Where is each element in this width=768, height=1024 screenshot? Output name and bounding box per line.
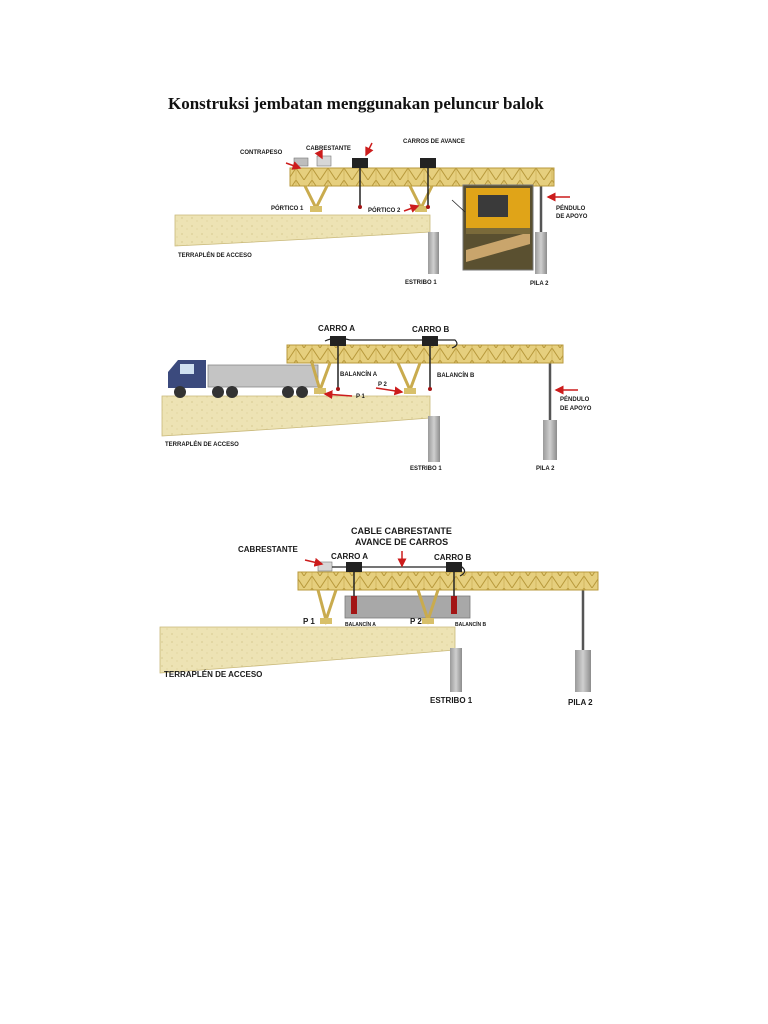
label-estribo-1: ESTRIBO 1 — [405, 280, 437, 286]
embankment-2 — [161, 395, 431, 437]
pier-2 — [543, 420, 557, 460]
counterweight — [293, 157, 309, 167]
label-portico-2: PÓRTICO 2 — [368, 206, 401, 214]
label-cabrestante: CABRESTANTE — [306, 146, 351, 152]
figure-3: CABLE CABRESTANTE AVANCE DE CARROS CABRE… — [159, 526, 599, 707]
label-balancin-a: BALANCÍN A — [345, 620, 376, 628]
launcher-truss-2 — [286, 344, 564, 364]
label-cabrestante: CABRESTANTE — [238, 545, 299, 554]
abutment-1 — [428, 232, 439, 274]
label-terraplen-3: TERRAPLÉN DE ACCESO — [164, 670, 262, 679]
label-balancin-a: BALANCÍN A — [340, 370, 378, 378]
label-pila-2: PILA 2 — [530, 281, 549, 287]
label-terraplen-2: TERRAPLÉN DE ACCESO — [165, 440, 239, 448]
cart-b — [422, 336, 438, 346]
winch-cable — [332, 566, 466, 577]
cart-1 — [352, 158, 368, 168]
label-balancin-b: BALANCÍN B — [455, 620, 486, 628]
label-cable-2: AVANCE DE CARROS — [355, 537, 448, 547]
abutment-1 — [450, 648, 462, 692]
winch — [316, 155, 332, 167]
label-de-apoyo-1: DE APOYO — [556, 214, 588, 220]
cart-2 — [420, 158, 436, 168]
label-carro-b: CARRO B — [434, 553, 472, 562]
label-p2: P 2 — [410, 617, 422, 626]
label-estribo-3: ESTRIBO 1 — [430, 696, 473, 705]
label-contrapeso: CONTRAPESO — [240, 150, 283, 156]
label-p1: P 1 — [356, 394, 366, 400]
photo-inset — [462, 184, 534, 271]
figure-2: CARRO A CARRO B BALANCÍN A BALANCÍN B P … — [161, 324, 592, 472]
label-carros-de-avance: CARROS DE AVANCE — [403, 139, 465, 145]
cart-a — [330, 336, 346, 346]
page-title: Konstruksi jembatan menggunakan peluncur… — [168, 94, 544, 113]
label-estribo-2: ESTRIBO 1 — [410, 466, 442, 472]
label-carro-a: CARRO A — [318, 324, 355, 333]
truck — [168, 360, 319, 398]
figure-1: CONTRAPESO CABRESTANTE CARROS DE AVANCE … — [174, 139, 588, 287]
embankment-1 — [174, 214, 431, 247]
cart-a — [346, 562, 362, 572]
launcher-truss-1 — [289, 167, 555, 187]
launcher-truss-3 — [297, 571, 599, 591]
portico-1-legs — [303, 185, 329, 212]
label-p2: P 2 — [378, 382, 388, 388]
label-pendulo-1: PÉNDULO — [556, 204, 586, 212]
pier-2 — [575, 650, 591, 692]
label-p1: P 1 — [303, 617, 315, 626]
label-pendulo-2: PÉNDULO — [560, 395, 590, 403]
bridge-beam — [344, 595, 471, 619]
label-cable-1: CABLE CABRESTANTE — [351, 526, 452, 536]
cart-b — [446, 562, 462, 572]
label-terraplen-1: TERRAPLÉN DE ACCESO — [178, 251, 252, 259]
label-balancin-b: BALANCÍN B — [437, 371, 475, 379]
label-pila-3: PILA 2 — [568, 698, 593, 707]
label-carro-b: CARRO B — [412, 325, 450, 334]
pier-2 — [535, 232, 547, 274]
label-pila-2b: PILA 2 — [536, 466, 555, 472]
label-carro-a: CARRO A — [331, 552, 368, 561]
label-portico-1: PÓRTICO 1 — [271, 204, 304, 212]
label-de-apoyo-2: DE APOYO — [560, 406, 592, 412]
abutment-1 — [428, 416, 440, 462]
embankment-3 — [159, 626, 456, 674]
